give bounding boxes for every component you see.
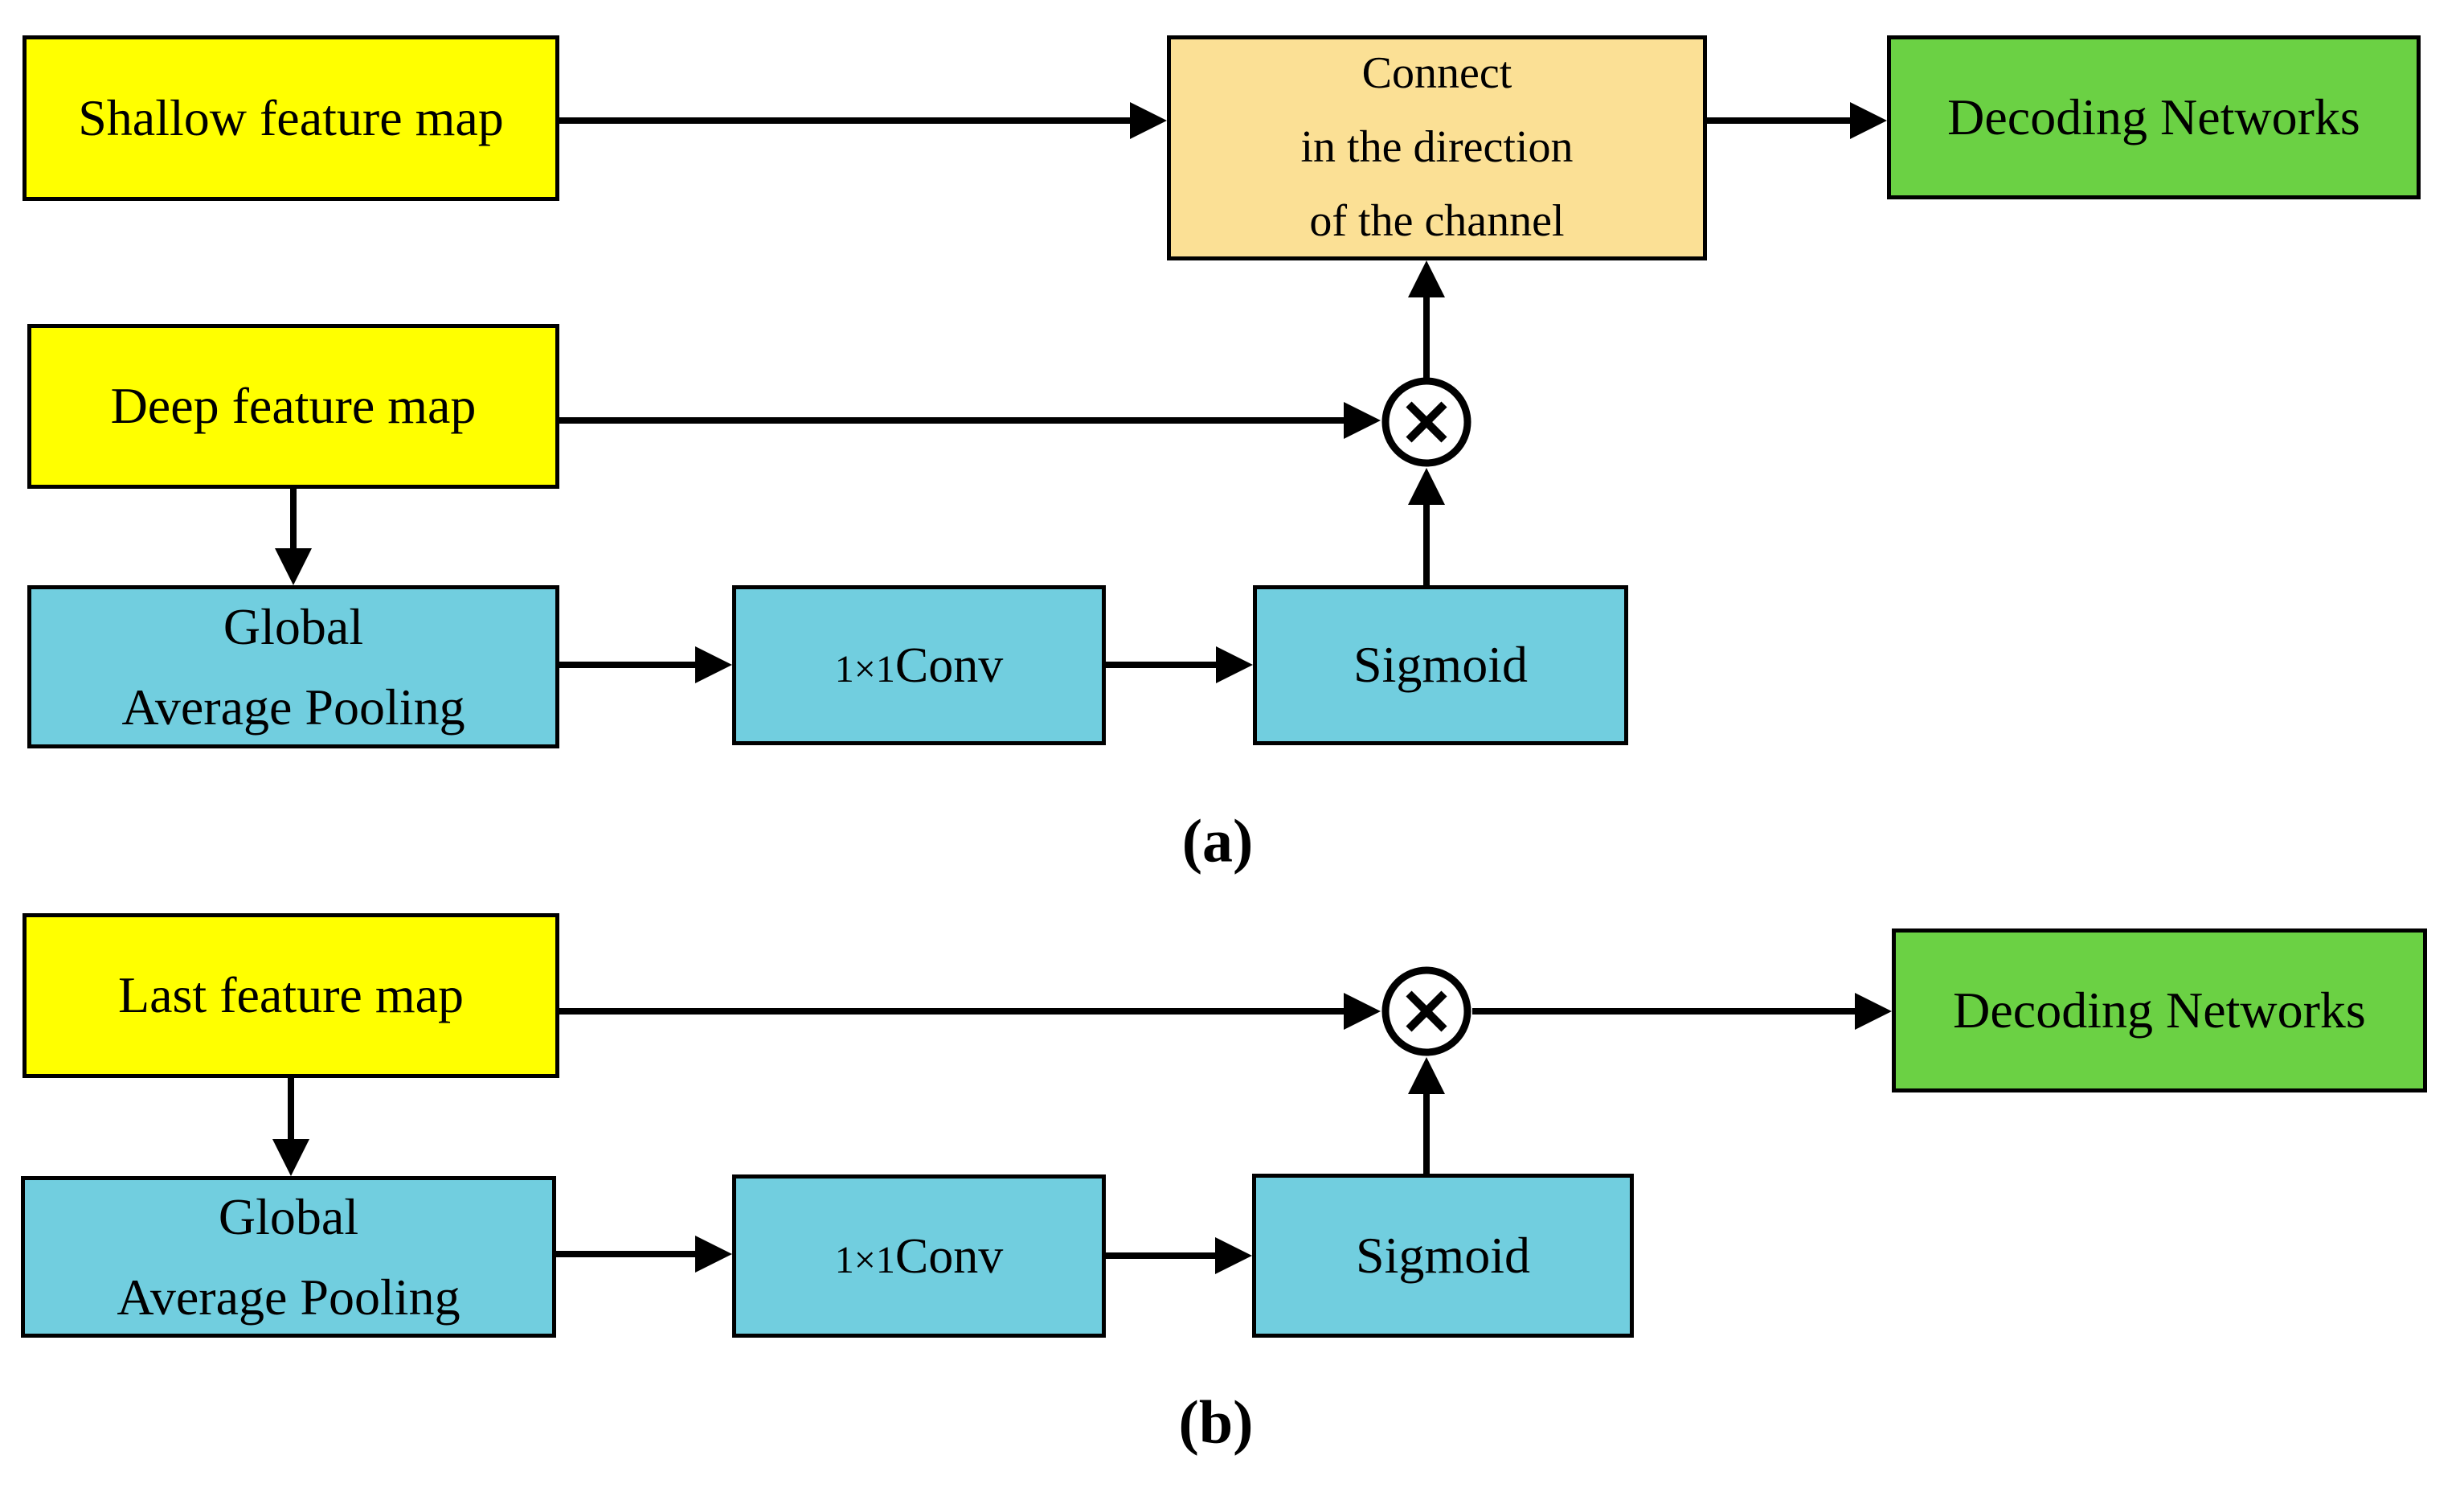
shallow-feature-map-box: Shallow feature map [23, 35, 559, 201]
arrow-last-to-multiply-line [559, 1008, 1349, 1015]
sigmoid-label-a: Sigmoid [1353, 636, 1528, 694]
sigmoid-box-a: Sigmoid [1253, 585, 1628, 745]
arrow-shallow-to-concat-head [1130, 102, 1167, 139]
gap-line1-b: Global [218, 1188, 359, 1246]
arrow-deep-to-gap-head [275, 548, 312, 585]
conv-1x1-label-a: 1×1Conv [835, 634, 1003, 696]
arrow-sigmoid-to-multiply-head-a [1408, 468, 1445, 505]
arrow-deep-to-multiply-head [1344, 402, 1381, 439]
arrow-conv-to-sigmoid-head-a [1216, 646, 1253, 683]
last-feature-map-label: Last feature map [118, 966, 464, 1024]
arrow-multiply-to-concat-head [1408, 260, 1445, 297]
conv-1x1-size-a: 1×1 [834, 648, 895, 691]
conv-1x1-size-b: 1×1 [834, 1239, 895, 1282]
channel-concat-line3: of the channel [1309, 195, 1565, 246]
arrow-gap-to-conv-line-b [556, 1251, 700, 1257]
gap-line2-a: Average Pooling [121, 678, 465, 736]
sigmoid-box-b: Sigmoid [1252, 1174, 1634, 1338]
arrow-multiply-to-concat-line [1423, 293, 1430, 378]
channel-concat-box: Connect in the direction of the channel [1167, 35, 1707, 260]
panel-b-label: (b) [1178, 1388, 1254, 1457]
gap-line1-a: Global [223, 598, 364, 656]
arrow-deep-to-multiply-line [559, 417, 1349, 424]
conv-1x1-box-b: 1×1Conv [732, 1174, 1106, 1338]
conv-1x1-word-a: Conv [894, 638, 1004, 694]
arrow-concat-to-decoding-line [1707, 117, 1855, 124]
arrow-multiply-to-decoding-line [1472, 1008, 1860, 1015]
last-feature-map-box: Last feature map [23, 913, 559, 1078]
multiply-icon-b [1381, 966, 1471, 1056]
arrow-sigmoid-to-multiply-head-b [1408, 1057, 1445, 1094]
arrow-sigmoid-to-multiply-line-b [1423, 1089, 1430, 1174]
arrow-conv-to-sigmoid-head-b [1215, 1237, 1252, 1274]
shallow-feature-map-label: Shallow feature map [78, 88, 504, 146]
conv-1x1-label-b: 1×1Conv [835, 1225, 1003, 1287]
deep-feature-map-box: Deep feature map [27, 324, 559, 489]
global-average-pooling-box-a: Global Average Pooling [27, 585, 559, 748]
conv-1x1-box-a: 1×1Conv [732, 585, 1106, 745]
arrow-deep-to-gap-line [290, 489, 297, 553]
global-average-pooling-label-b: Global Average Pooling [117, 1177, 460, 1336]
conv-1x1-word-b: Conv [894, 1229, 1004, 1285]
arrow-gap-to-conv-head-a [695, 646, 732, 683]
arrow-gap-to-conv-head-b [695, 1236, 732, 1273]
channel-concat-label: Connect in the direction of the channel [1300, 37, 1573, 258]
arrow-concat-to-decoding-head [1850, 102, 1887, 139]
arrow-last-to-gap-line [288, 1078, 294, 1144]
decoding-networks-box-a: Decoding Networks [1887, 35, 2421, 199]
arrow-shallow-to-concat-line [559, 117, 1135, 124]
gap-line2-b: Average Pooling [117, 1268, 460, 1326]
deep-feature-map-label: Deep feature map [110, 377, 477, 435]
decoding-networks-label-b: Decoding Networks [1953, 981, 2366, 1039]
arrow-gap-to-conv-line-a [559, 662, 700, 668]
arrow-sigmoid-to-multiply-line-a [1423, 500, 1430, 585]
arrow-conv-to-sigmoid-line-a [1106, 662, 1221, 668]
arrow-last-to-multiply-head [1344, 993, 1381, 1030]
arrow-last-to-gap-head [272, 1139, 309, 1176]
global-average-pooling-box-b: Global Average Pooling [21, 1176, 556, 1338]
panel-a-label: (a) [1181, 807, 1254, 875]
decoding-networks-label-a: Decoding Networks [1947, 88, 2360, 146]
multiply-icon-a [1381, 377, 1471, 467]
arrow-multiply-to-decoding-head [1855, 993, 1892, 1030]
global-average-pooling-label-a: Global Average Pooling [121, 587, 465, 746]
sigmoid-label-b: Sigmoid [1356, 1226, 1530, 1284]
channel-concat-line1: Connect [1361, 48, 1512, 99]
channel-concat-line2: in the direction [1300, 122, 1574, 173]
decoding-networks-box-b: Decoding Networks [1892, 928, 2427, 1092]
arrow-conv-to-sigmoid-line-b [1106, 1252, 1220, 1259]
